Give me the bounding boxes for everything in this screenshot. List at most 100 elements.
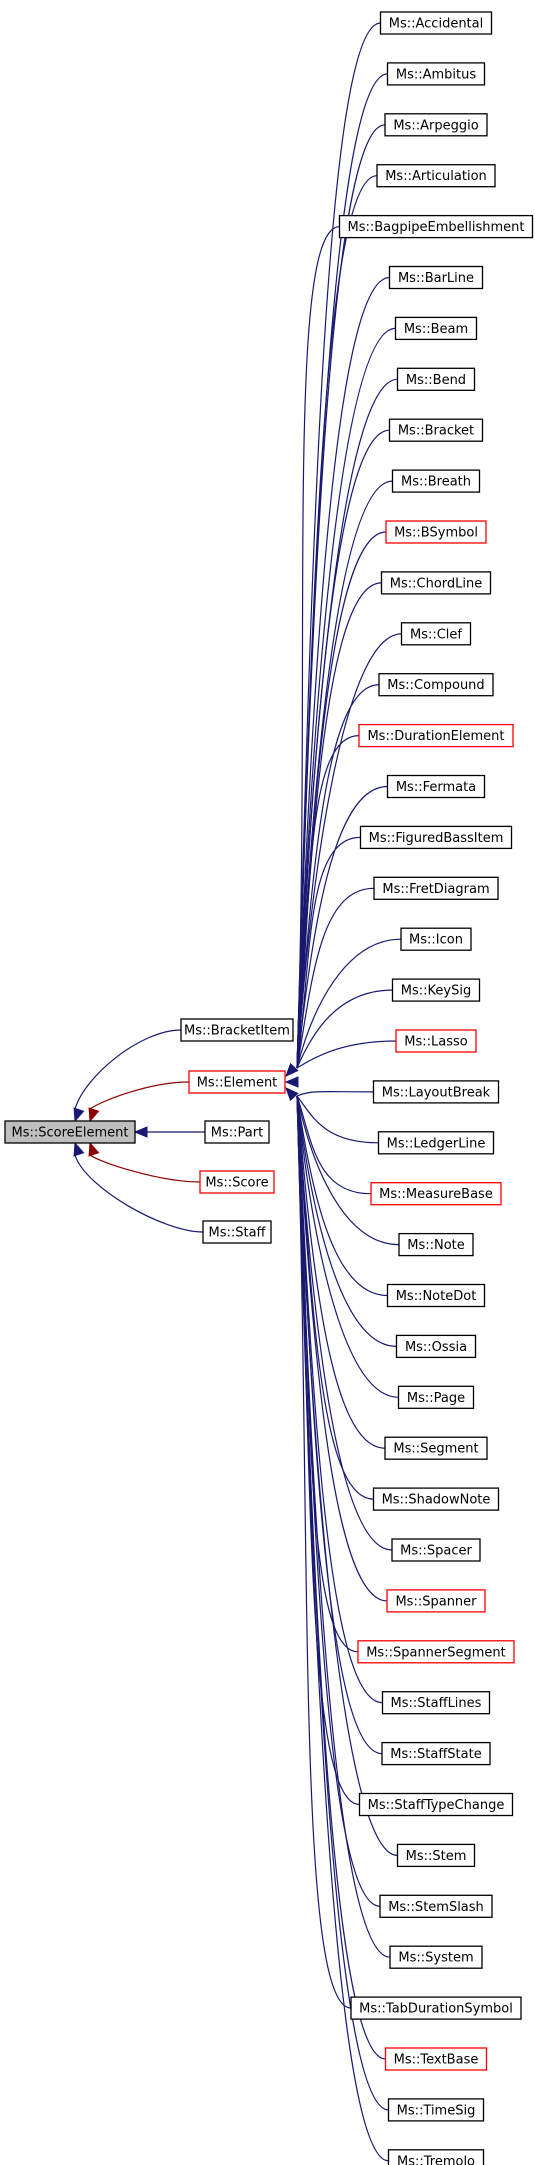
- edge-duration-element-to-element: [296, 735, 360, 1069]
- class-node-box: [202, 1220, 272, 1244]
- class-node-box: [387, 2098, 485, 2122]
- class-node-icon[interactable]: Ms::Icon: [400, 927, 472, 951]
- class-node-staff[interactable]: Ms::Staff: [202, 1220, 272, 1244]
- class-node-spacer[interactable]: Ms::Spacer: [391, 1538, 481, 1562]
- class-node-label: Ms::ScoreElement: [12, 1126, 129, 1141]
- class-node-box: [386, 62, 486, 86]
- edge-icon-to-element: [296, 938, 402, 1069]
- class-node-score-element[interactable]: Ms::ScoreElement: [4, 1120, 136, 1144]
- class-node-label: Ms::LayoutBreak: [382, 1085, 491, 1100]
- class-node-label: Ms::Bend: [406, 373, 466, 388]
- class-node-bracket[interactable]: Ms::Bracket: [388, 418, 484, 442]
- class-node-box: [377, 1131, 495, 1155]
- class-node-label: Ms::DurationElement: [367, 729, 504, 744]
- class-node-bend[interactable]: Ms::Bend: [396, 367, 476, 391]
- nodes-layer: Ms::ScoreElement Ms::BracketItemMs::Eleme…: [4, 11, 534, 2165]
- class-node-spanner[interactable]: Ms::Spanner: [386, 1589, 486, 1613]
- class-node-beam[interactable]: Ms::Beam: [394, 316, 478, 341]
- edge-bracket-item-to-scoreelement: [74, 1029, 182, 1110]
- class-node-label: Ms::Page: [407, 1391, 465, 1406]
- class-node-fermata[interactable]: Ms::Fermata: [386, 774, 486, 799]
- class-node-box: [398, 1232, 474, 1257]
- edge-beam-to-element: [296, 327, 396, 1069]
- class-node-label: Ms::LedgerLine: [387, 1136, 486, 1151]
- class-node-fret-diagram[interactable]: Ms::FretDiagram: [373, 876, 499, 900]
- class-node-ambitus[interactable]: Ms::Ambitus: [386, 62, 486, 86]
- class-node-compound[interactable]: Ms::Compound: [378, 673, 494, 697]
- edge-chord-line-to-element: [296, 582, 382, 1069]
- edge-breath-to-element: [296, 480, 393, 1069]
- class-node-box: [358, 1792, 514, 1817]
- class-node-ossia[interactable]: Ms::Ossia: [395, 1334, 477, 1359]
- class-node-time-sig[interactable]: Ms::TimeSig: [387, 2098, 485, 2122]
- class-node-tremolo[interactable]: Ms::Tremolo: [387, 2149, 485, 2165]
- class-node-page[interactable]: Ms::Page: [397, 1385, 475, 1409]
- class-node-text-base[interactable]: Ms::TextBase: [384, 2047, 488, 2071]
- class-node-breath[interactable]: Ms::Breath: [391, 469, 481, 493]
- class-node-box: [397, 1385, 475, 1409]
- class-node-figured-bass-item[interactable]: Ms::FiguredBassItem: [359, 825, 513, 850]
- class-node-label: Ms::ShadowNote: [382, 1493, 491, 1508]
- edge-text-base-to-element: [296, 1095, 386, 2060]
- edge-key-sig-to-element: [296, 989, 393, 1069]
- class-node-box: [338, 214, 534, 239]
- class-node-system[interactable]: Ms::System: [389, 1945, 483, 1969]
- edge-note-dot-to-element: [296, 1095, 388, 1297]
- class-node-stem-slash[interactable]: Ms::StemSlash: [379, 1894, 493, 1918]
- class-node-layout-break[interactable]: Ms::LayoutBreak: [372, 1080, 500, 1104]
- class-node-box: [386, 774, 486, 799]
- class-node-tab-duration-symbol[interactable]: Ms::TabDurationSymbol: [350, 1996, 522, 2020]
- class-node-label: Ms::Compound: [387, 678, 484, 693]
- class-node-key-sig[interactable]: Ms::KeySig: [391, 978, 481, 1002]
- class-node-score[interactable]: Ms::Score: [199, 1170, 275, 1194]
- class-node-note-dot[interactable]: Ms::NoteDot: [386, 1283, 486, 1308]
- class-node-bsymbol[interactable]: Ms::BSymbol: [385, 520, 487, 544]
- class-node-label: Ms::Staff: [208, 1226, 266, 1241]
- class-node-staff-type-change[interactable]: Ms::StaffTypeChange: [358, 1792, 514, 1817]
- class-node-label: Ms::BarLine: [398, 271, 474, 286]
- class-node-label: Ms::Ossia: [405, 1340, 467, 1355]
- class-node-staff-state[interactable]: Ms::StaffState: [381, 1741, 491, 1766]
- class-node-stem[interactable]: Ms::Stem: [396, 1843, 476, 1868]
- class-node-box: [380, 571, 492, 595]
- class-node-segment[interactable]: Ms::Segment: [384, 1436, 488, 1460]
- class-node-spanner-segment[interactable]: Ms::SpannerSegment: [357, 1640, 515, 1664]
- class-node-label: Ms::Beam: [404, 322, 468, 337]
- class-node-label: Ms::BracketItem: [184, 1024, 290, 1039]
- edge-staff-to-scoreelement: [74, 1154, 204, 1233]
- class-node-note[interactable]: Ms::Note: [398, 1232, 474, 1257]
- class-node-chord-line[interactable]: Ms::ChordLine: [380, 571, 492, 595]
- class-node-box: [381, 1691, 491, 1715]
- class-node-label: Ms::StemSlash: [388, 1900, 484, 1915]
- class-node-bagpipe-embellishment[interactable]: Ms::BagpipeEmbellishment: [338, 214, 534, 239]
- class-node-box: [386, 1283, 486, 1308]
- class-node-ledger-line[interactable]: Ms::LedgerLine: [377, 1131, 495, 1155]
- class-node-label: Ms::TimeSig: [397, 2103, 476, 2118]
- edge-accidental-to-element: [296, 22, 381, 1069]
- edge-page-to-element: [296, 1095, 399, 1398]
- edge-segment-to-element: [296, 1095, 386, 1449]
- class-node-staff-lines[interactable]: Ms::StaffLines: [381, 1691, 491, 1715]
- class-node-box: [396, 367, 476, 391]
- class-node-arpeggio[interactable]: Ms::Arpeggio: [384, 113, 488, 137]
- class-node-lasso[interactable]: Ms::Lasso: [395, 1029, 477, 1053]
- class-node-label: Ms::Ambitus: [396, 67, 477, 82]
- class-node-clef[interactable]: Ms::Clef: [400, 622, 472, 646]
- class-node-box: [395, 1029, 477, 1053]
- class-node-box: [391, 978, 481, 1002]
- class-node-bar-line[interactable]: Ms::BarLine: [388, 265, 484, 290]
- class-node-duration-element[interactable]: Ms::DurationElement: [358, 723, 514, 748]
- class-node-box: [376, 164, 496, 188]
- class-node-articulation[interactable]: Ms::Articulation: [376, 164, 496, 188]
- class-node-bracket-item[interactable]: Ms::BracketItem: [180, 1018, 294, 1042]
- class-node-measure-base[interactable]: Ms::MeasureBase: [370, 1182, 502, 1206]
- class-node-label: Ms::FiguredBassItem: [369, 831, 504, 846]
- class-node-element[interactable]: Ms::Element: [188, 1070, 286, 1094]
- class-node-label: Ms::Lasso: [404, 1035, 468, 1050]
- class-node-accidental[interactable]: Ms::Accidental: [379, 11, 493, 35]
- class-node-box: [391, 469, 481, 493]
- class-node-box: [394, 316, 478, 341]
- class-node-shadow-note[interactable]: Ms::ShadowNote: [372, 1487, 500, 1511]
- class-node-part[interactable]: Ms::Part: [204, 1120, 270, 1144]
- class-node-box: [395, 1334, 477, 1359]
